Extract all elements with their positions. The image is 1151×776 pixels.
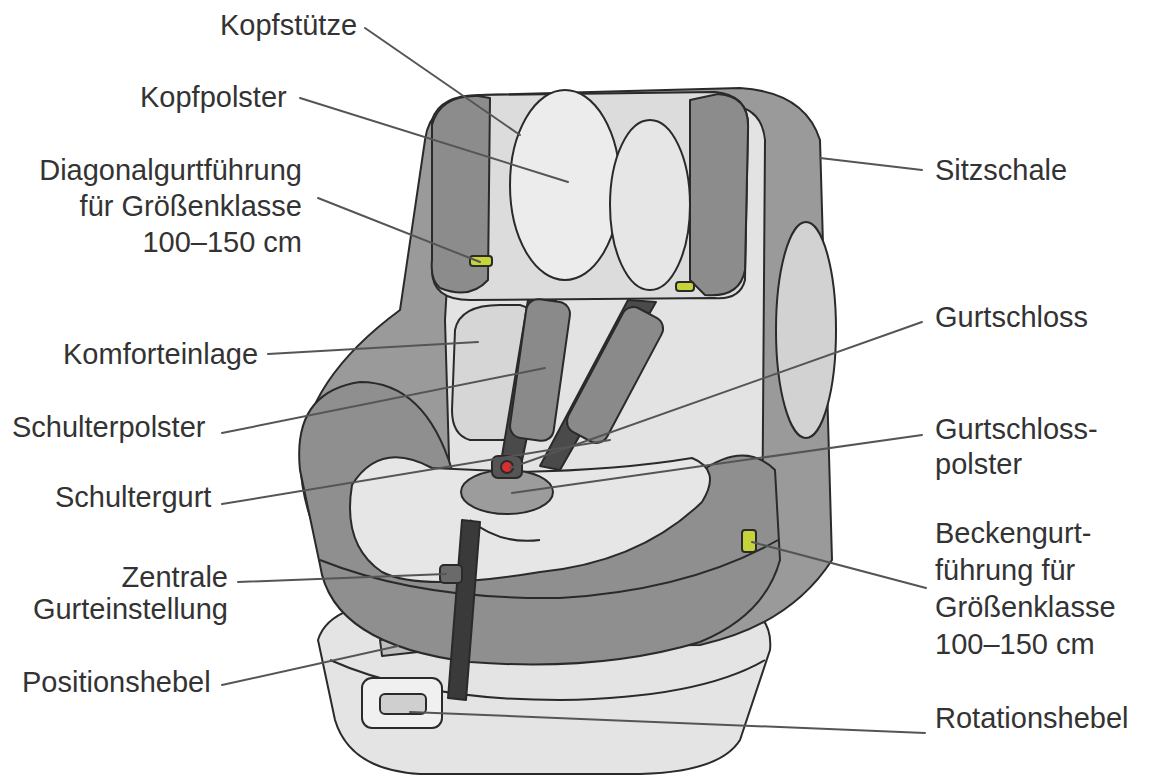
rotation-lever-grip	[380, 694, 426, 714]
part-label: Kopfstütze	[220, 7, 357, 43]
leader-line	[222, 368, 545, 433]
part-label: Sitzschale	[935, 152, 1067, 188]
leader-line	[318, 198, 480, 262]
crotch-strap	[448, 520, 480, 700]
head-pad	[510, 90, 620, 280]
belt-guide-marker	[676, 282, 694, 291]
leader-line	[510, 322, 922, 468]
seat-cushion	[350, 457, 710, 582]
part-label: Gurtschloss- polster	[935, 412, 1145, 482]
part-label: Kopfpolster	[140, 79, 287, 115]
rotation-lever	[362, 678, 442, 728]
part-label: Beckengurt- führung für Größenklasse 100…	[935, 515, 1145, 663]
leader-line	[238, 574, 446, 582]
leader-line	[365, 28, 520, 135]
part-label: Schultergurt	[55, 479, 211, 515]
lap-belt-guide	[742, 530, 756, 552]
leader-line	[222, 440, 610, 504]
part-label: Schulterpolster	[12, 409, 205, 445]
leader-line	[410, 712, 925, 733]
side-impact-wing	[776, 222, 836, 438]
leader-line	[512, 435, 922, 493]
leader-line	[752, 542, 926, 588]
head-pad-right	[610, 120, 690, 290]
shoulder-pad	[563, 303, 668, 447]
part-label: Diagonalgurtführung für Größenklasse 100…	[20, 152, 302, 260]
leader-line	[820, 158, 922, 170]
part-label: Gurtschloss	[935, 299, 1088, 335]
part-label: Zentrale Gurteinstellung	[18, 561, 228, 625]
leader-line	[222, 646, 398, 685]
belt-guide-marker	[470, 256, 492, 266]
part-label: Positionshebel	[22, 664, 211, 700]
part-label: Rotationshebel	[935, 700, 1128, 736]
leader-line	[268, 342, 478, 354]
headrest-wing-right	[690, 94, 748, 295]
part-label: Komforteinlage	[63, 336, 258, 372]
leader-line	[300, 98, 568, 182]
